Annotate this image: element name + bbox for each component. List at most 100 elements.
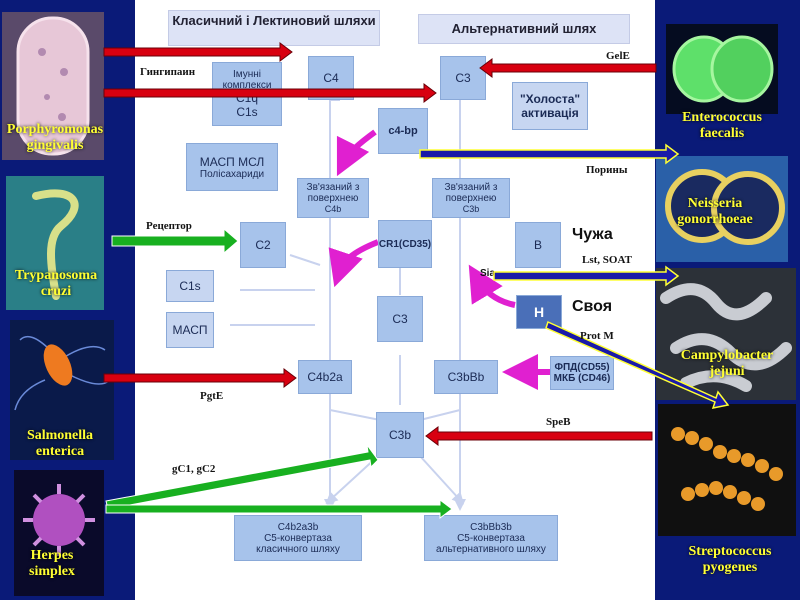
cr1-inhibition-arrow	[328, 239, 380, 288]
c1s-label: C1s	[179, 279, 201, 293]
neisseria-icon	[665, 169, 785, 245]
c4b2a-label: C4b2a	[307, 370, 343, 384]
streptococcus-label: Streptococcus pyogenes	[688, 544, 772, 575]
c4b2a-box: C4b2a	[298, 360, 352, 394]
bound-c4b-box: Зв'язаний з поверхнею C4b	[297, 178, 369, 218]
porphyromonas-image	[2, 12, 104, 160]
prot-m-arrow	[545, 320, 730, 409]
idle-activation-box: "Холоста" активація	[512, 82, 588, 130]
bound-c3b-sub: C3b	[462, 204, 480, 214]
c3b-label: C3b	[388, 428, 411, 442]
gele-arrow	[479, 58, 657, 78]
trypanosoma-image	[6, 176, 104, 310]
mkb-label: МКБ (CD46)	[553, 373, 611, 384]
alt-conv-line1: C3bBb3b	[470, 521, 512, 533]
gingipain-arrow-c3	[103, 83, 437, 103]
c1s-box: C1s	[166, 270, 214, 302]
c3-alt-box: C3	[440, 56, 486, 100]
cr1-box: CR1(CD35)	[378, 220, 432, 268]
classic-conv-line1: C4b2a3b	[277, 521, 319, 533]
c2-box: C2	[240, 222, 286, 268]
own-surface-label: Своя	[572, 298, 613, 315]
h-label: H	[533, 304, 545, 320]
speb-arrow	[425, 426, 653, 446]
enterococcus-image	[666, 24, 778, 114]
c3-mid-label: C3	[392, 312, 408, 326]
trypanosoma-icon	[32, 189, 79, 300]
porphyromonas-icon	[16, 16, 90, 156]
alt-conv-line3: альтернативного шляху	[436, 543, 546, 555]
neisseria-label: Neisseria gonorrhoeae	[677, 196, 753, 227]
enterococcus-label: Enterococcus faecalis	[682, 110, 762, 141]
classic-conv-line2: C5-конвертаза	[264, 532, 332, 544]
bound-c4b-sub: C4b	[324, 204, 342, 214]
porins-label: Порины	[586, 164, 628, 176]
bound-c4b-label: Зв'язаний з поверхнею	[306, 182, 360, 204]
receptor-label: Рецептор	[146, 220, 192, 232]
b-label: B	[533, 238, 542, 252]
pgte-arrow	[103, 368, 297, 388]
prot-m-label: Prot M	[580, 330, 614, 342]
alt-conv-line2: C5-конвертаза	[457, 532, 525, 544]
classic-c5-convertase-box: C4b2a3b C5-конвертаза класичного шляху	[234, 515, 362, 561]
c4bp-box: c4-bp	[378, 108, 428, 154]
salmonella-image	[10, 320, 114, 460]
masp-box: МАСП	[166, 312, 214, 348]
streptococcus-icon	[671, 427, 783, 511]
idle-activation-label: "Холоста" активація	[519, 92, 581, 120]
lst-soat-label: Lst, SOAT	[582, 254, 632, 266]
fpd-label: ФПД(CD55)	[554, 362, 610, 373]
enterococcus-icon	[672, 35, 774, 103]
gc-label: gC1, gC2	[172, 463, 216, 475]
masp-label: МАСП	[172, 323, 208, 337]
bound-c3b-label: Зв'язаний з поверхнею	[444, 182, 498, 204]
salmonella-icon	[14, 335, 111, 411]
masp-msl-label: МАСП МСЛ	[199, 154, 265, 169]
c4-label: C4	[323, 71, 339, 85]
herpes-arrow-alt	[105, 499, 453, 519]
gingipain-arrow-c4	[103, 42, 293, 62]
pgte-label: PgtE	[200, 390, 224, 402]
lst-soat-arrow	[493, 265, 680, 287]
classic-conv-line3: класичного шляху	[256, 543, 340, 555]
c3b-box: C3b	[376, 412, 424, 458]
c1s-top-label: C1s	[236, 105, 258, 119]
b-box: B	[515, 222, 561, 268]
c4bp-label: c4-bp	[388, 125, 418, 137]
c3bbb-box: C3bBb	[434, 360, 498, 394]
neisseria-image	[656, 156, 788, 262]
streptococcus-image	[658, 404, 796, 536]
speb-label: SpeB	[546, 416, 571, 428]
c3-mid-box: C3	[377, 296, 423, 342]
c3bbb-label: C3bBb	[447, 370, 485, 384]
c2-label: C2	[255, 238, 271, 252]
masp-msl-box: МАСП МСЛ Полісахариди	[186, 143, 278, 191]
herpes-icon	[23, 484, 95, 556]
campylobacter-icon	[660, 283, 792, 392]
h-inhibition-arrow	[468, 264, 516, 308]
sia-label: Sia	[480, 268, 496, 279]
bound-c3b-box: Зв'язаний з поверхнею C3b	[432, 178, 510, 218]
porins-arrow	[419, 143, 680, 165]
immune-complexes-label: Імунні комплекси	[222, 69, 272, 91]
herpes-arrow-c3b	[105, 444, 379, 510]
alternative-pathway-header: Альтернативний шлях	[418, 14, 630, 44]
cr1-label: CR1(CD35)	[378, 238, 432, 250]
receptor-arrow	[111, 227, 239, 255]
polysaccharides-label: Полісахариди	[199, 168, 265, 180]
foreign-surface-label: Чужа	[572, 226, 613, 243]
trypanosoma-label: Trypanosoma cruzi	[14, 268, 98, 299]
porphyromonas-label: Porphyromonas gingivalis	[6, 122, 104, 153]
salmonella-label: Salmonella enterica	[26, 428, 94, 459]
c4bp-inhibition-arrow	[336, 129, 377, 177]
classic-pathway-header: Класичний і Лектиновий шляхи	[168, 10, 380, 46]
campylobacter-image	[656, 268, 796, 400]
gele-label: GelE	[606, 50, 630, 62]
alt-c5-convertase-box: C3bBb3b C5-конвертаза альтернативного шл…	[424, 515, 558, 561]
gingipain-label: Гингипаин	[140, 66, 196, 78]
herpes-label: Herpes simplex	[29, 548, 75, 579]
h-box: H	[516, 295, 562, 329]
c3-alt-label: C3	[455, 71, 471, 85]
